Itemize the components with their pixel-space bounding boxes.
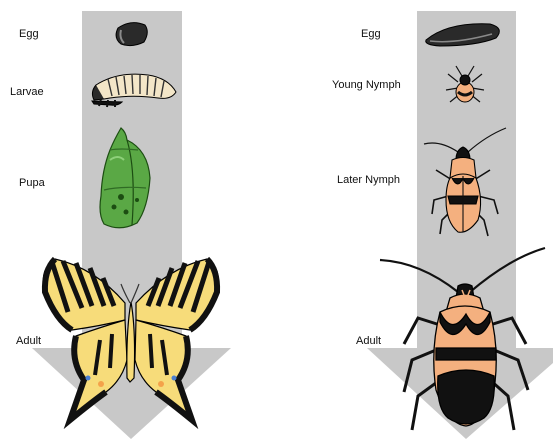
butterfly-egg-icon (116, 23, 147, 46)
